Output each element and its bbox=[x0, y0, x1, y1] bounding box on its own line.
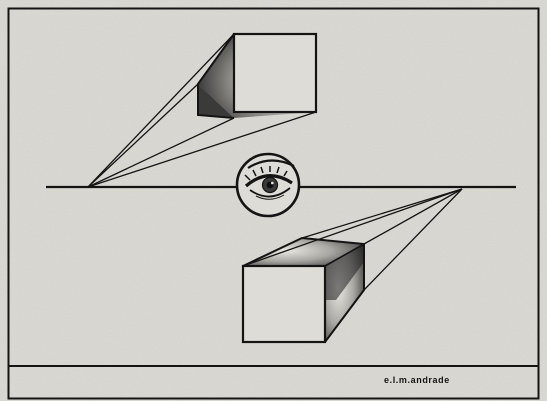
lower-cube-front-face bbox=[243, 266, 325, 342]
eye-icon bbox=[237, 154, 299, 216]
artist-credit: e.l.m.andrade bbox=[384, 375, 504, 385]
pupil-highlight bbox=[271, 182, 274, 185]
upper-cube-front-face bbox=[234, 34, 316, 112]
